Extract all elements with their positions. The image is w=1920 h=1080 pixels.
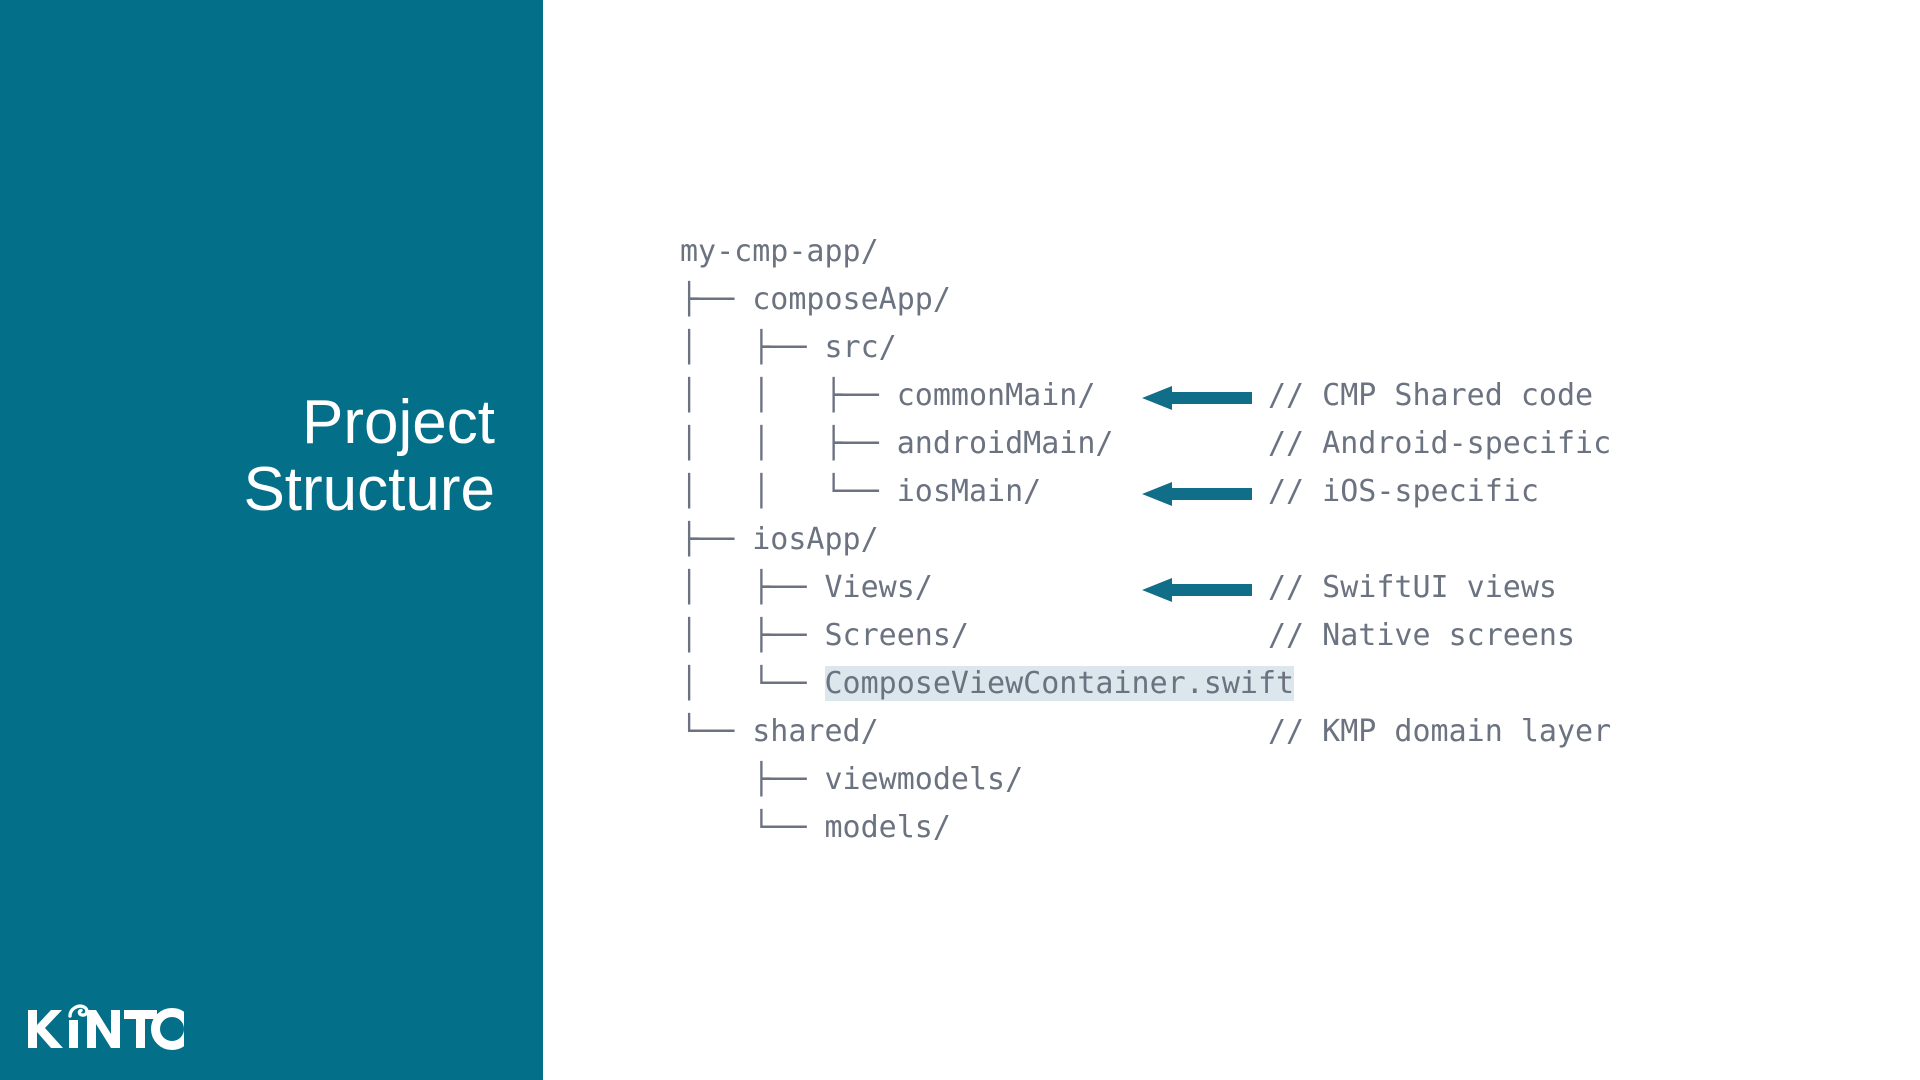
callout-arrow-left-icon (1142, 386, 1252, 410)
page-title: Project Structure (243, 388, 495, 524)
tree-node-label: my-cmp-app/ (680, 234, 879, 269)
tree-node-label: Screens/ (824, 618, 970, 653)
tree-row-comment: // KMP domain layer (1268, 714, 1612, 749)
tree-node-highlighted-box[interactable]: shared/ (739, 699, 892, 765)
tree-branch-glyph: ├── (680, 762, 825, 797)
tree-row: ├── composeApp/ (680, 267, 1294, 333)
tree-branch-glyph: │ │ ├── (680, 426, 897, 461)
tree-row: │ │ ├── androidMain/ // Android-specific (680, 420, 1611, 468)
tree-node-label: iosMain/ (896, 474, 1042, 509)
tree-row: │ │ ├── commonMain/ // CMP Shared code (680, 372, 1593, 420)
tree-row: └── models/ (680, 804, 1294, 852)
tree-branch-glyph: │ ├── (680, 330, 825, 365)
tree-node-label: androidMain/ (896, 426, 1114, 461)
callout-arrow-left-icon (1142, 578, 1252, 602)
tree-row: │ ├── Views/ // SwiftUI views (680, 564, 1557, 612)
tree-branch-glyph: │ ├── (680, 618, 825, 653)
tree-node-label: src/ (824, 330, 897, 365)
tree-branch-glyph: │ │ └── (680, 474, 897, 509)
tree-node-highlighted-box[interactable]: iosApp/ (739, 507, 892, 573)
tree-branch-glyph: ├── (680, 522, 753, 557)
tree-branch-glyph: └── (680, 810, 825, 845)
tree-branch-glyph: │ └── (680, 666, 825, 701)
tree-row: ├── viewmodels/ (680, 756, 1294, 804)
callout-arrow-left-icon (1142, 482, 1252, 506)
tree-node-label: viewmodels/ (824, 762, 1024, 797)
tree-row-comment: // iOS-specific (1268, 474, 1539, 509)
tree-branch-glyph: └── (680, 714, 753, 749)
tree-row-comment: // Android-specific (1268, 426, 1612, 461)
tree-row: │ │ └── iosMain/ // iOS-specific (680, 468, 1539, 516)
tree-row-comment: // Native screens (1268, 618, 1576, 653)
tree-branch-glyph: ├── (680, 282, 753, 317)
tree-row: │ └── ComposeViewContainer.swift (680, 660, 1295, 708)
tree-row: my-cmp-app/ (680, 228, 1294, 276)
tree-node-label: models/ (824, 810, 951, 845)
kinto-logo (24, 1004, 184, 1052)
tree-node-label: Views/ (824, 570, 933, 605)
tree-branch-glyph: │ │ ├── (680, 378, 897, 413)
tree-row: │ ├── Screens/ // Native screens (680, 612, 1575, 660)
tree-branch-glyph: │ ├── (680, 570, 825, 605)
tree-row: └── shared/ // KMP domain layer (680, 699, 1611, 765)
tree-node-label: commonMain/ (896, 378, 1096, 413)
tree-row: ├── iosApp/ (680, 507, 1294, 573)
tree-node-label: ComposeViewContainer.swift (824, 666, 1295, 701)
tree-row: │ ├── src/ (680, 324, 1294, 372)
sidebar-panel: Project Structure (0, 0, 543, 1080)
project-structure-tree: my-cmp-app/├── composeApp/│ ├── src/│ │ … (680, 228, 1706, 852)
tree-row-comment: // CMP Shared code (1268, 378, 1594, 413)
tree-node-highlighted-box[interactable]: composeApp/ (739, 267, 963, 333)
tree-row-comment: // SwiftUI views (1268, 570, 1557, 605)
